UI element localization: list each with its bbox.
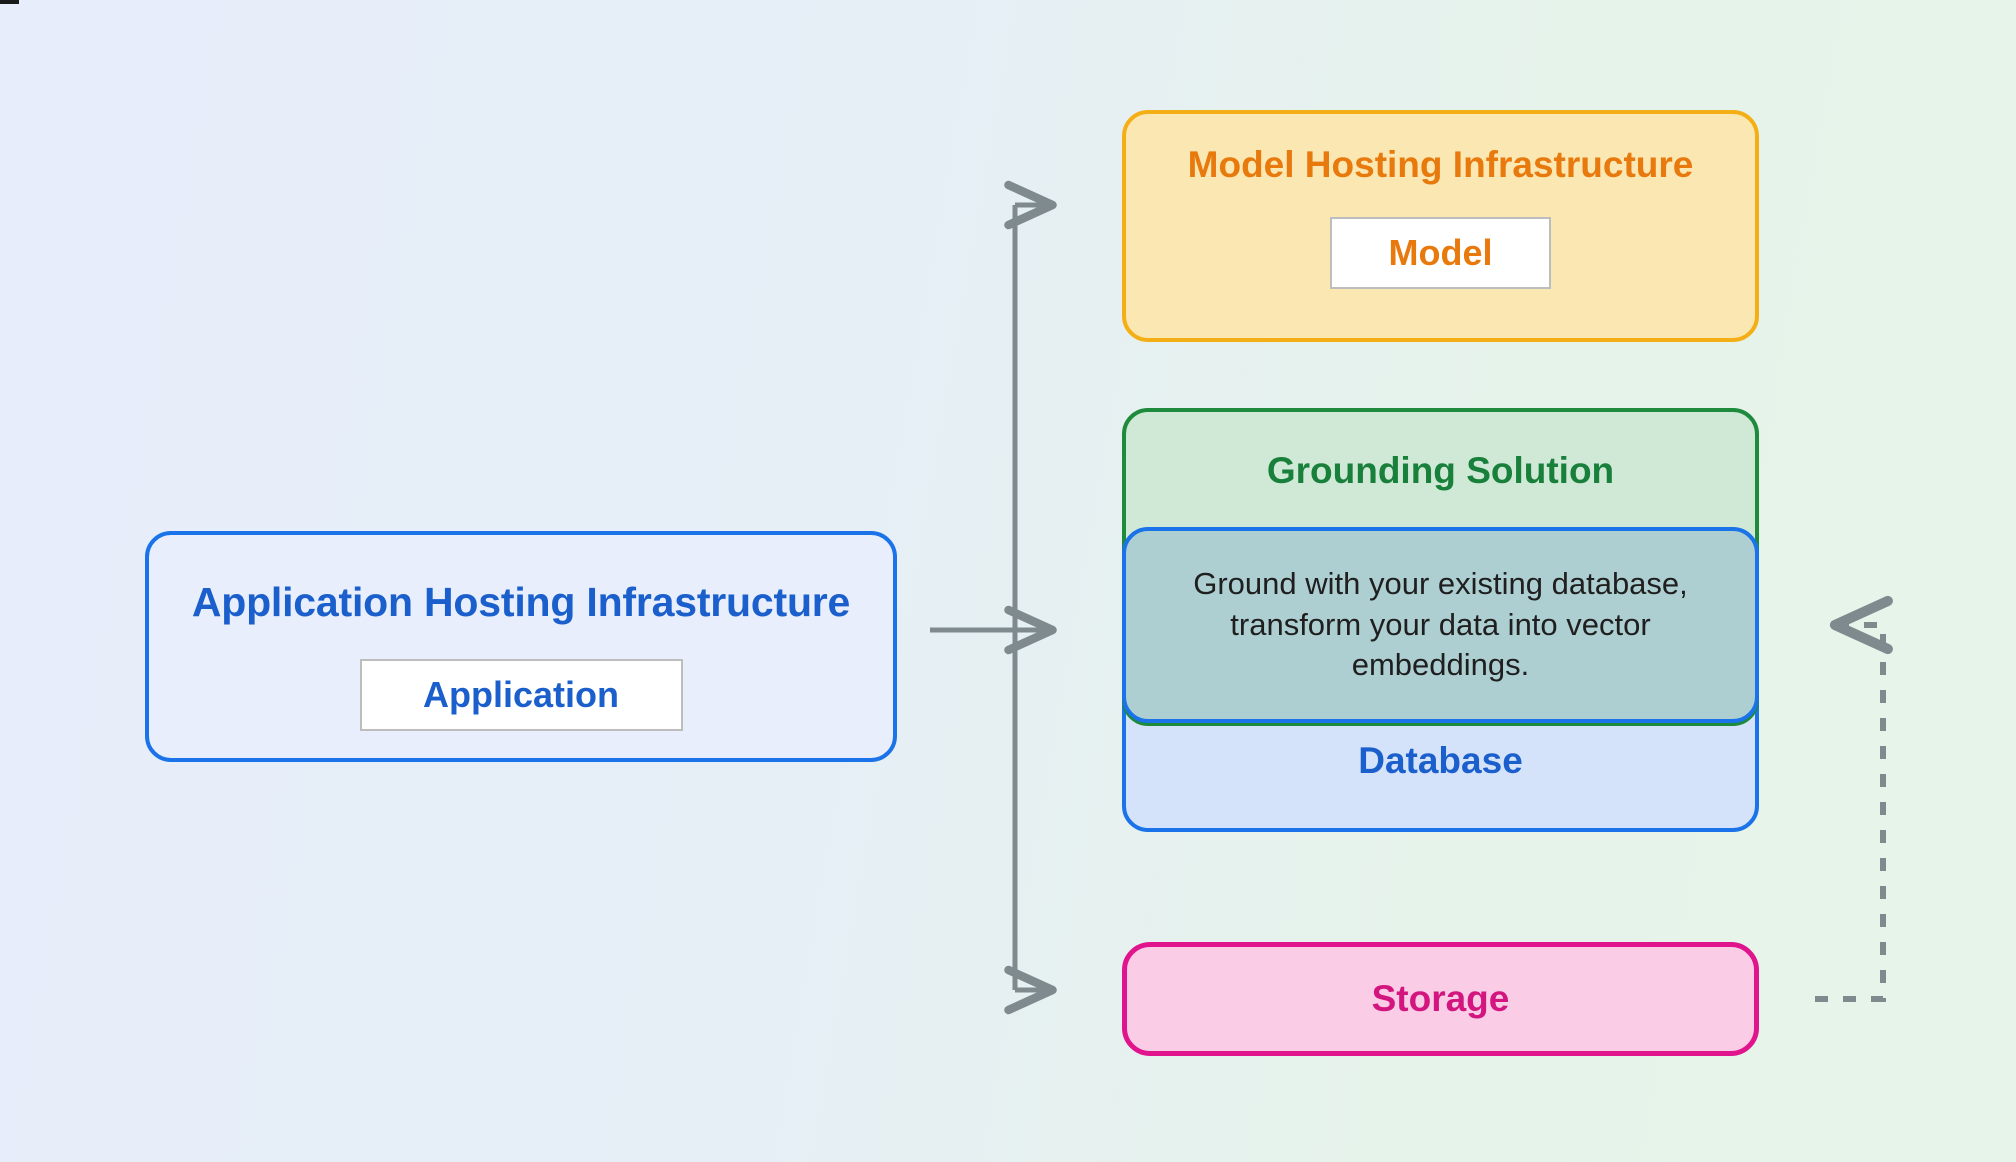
application-hosting-title: Application Hosting Infrastructure: [191, 579, 851, 625]
node-model-hosting-infrastructure[interactable]: Model Hosting Infrastructure Model: [1122, 110, 1759, 342]
connector-dashed-storage-to-database: [1815, 595, 1893, 1002]
storage-title: Storage: [1371, 978, 1510, 1019]
corner-artifact-mark: [0, 0, 19, 4]
grounding-detail-text: Ground with your existing database, tran…: [1193, 565, 1688, 683]
node-storage[interactable]: Storage: [1122, 942, 1759, 1056]
model-chip-label: Model: [1388, 232, 1493, 273]
grounding-solution-title: Grounding Solution: [1266, 450, 1615, 491]
node-model-chip[interactable]: Model: [1330, 217, 1551, 289]
application-chip-label: Application: [423, 674, 619, 715]
node-application-chip[interactable]: Application: [359, 659, 683, 731]
model-hosting-title: Model Hosting Infrastructure: [1187, 144, 1694, 185]
node-application-hosting-infrastructure[interactable]: Application Hosting Infrastructure Appli…: [145, 531, 897, 762]
node-grounding-detail-panel[interactable]: Ground with your existing database, tran…: [1122, 527, 1759, 723]
database-title: Database: [1358, 740, 1523, 781]
